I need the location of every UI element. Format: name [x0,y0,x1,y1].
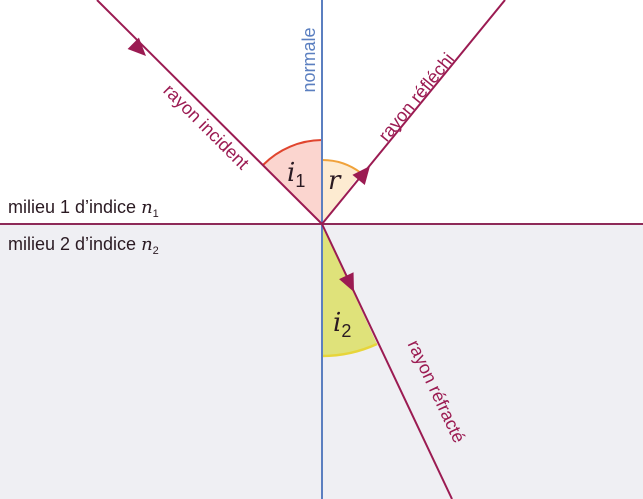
incidence-angle-sector [263,140,322,224]
reflection-angle-arc [321,158,362,174]
incidence-angle-arc [262,139,323,166]
reflected-ray-arrow [352,166,370,185]
reflection-angle-label: r [328,166,342,196]
incident-ray-arrow [127,37,146,56]
medium-1-subscript: 1 [153,208,159,220]
refracted-ray [321,223,453,499]
refraction-angle-label: i2 [333,308,351,341]
incident-ray-label: rayon incident [159,80,253,173]
normal-label: normale [299,27,319,92]
incidence-angle-label: i1 [287,158,305,191]
reflected-ray-label: rayon réfléchi [374,49,458,145]
reflection-angle-symbol: r [328,166,342,196]
medium-2-prefix: milieu 2 d’indice [8,234,141,254]
refraction-angle-arc [321,342,378,358]
incident-ray [96,0,323,225]
medium-2-subscript: 2 [153,245,159,257]
reflection-angle-sector [322,159,361,224]
refraction-angle-symbol: i [333,308,341,338]
reflected-ray [321,0,506,225]
refraction-angle-subscript: 2 [341,321,351,341]
medium-1-label: milieu 1 d’indice n1 [8,197,159,220]
medium-1-symbol: n [141,197,153,218]
medium-1-prefix: milieu 1 d’indice [8,197,141,217]
medium-2-symbol: n [141,234,153,255]
incidence-angle-subscript: 1 [295,171,305,191]
refraction-angle-sector [322,224,377,356]
refracted-ray-arrow [339,272,354,292]
incidence-angle-symbol: i [287,158,295,188]
medium-2-label: milieu 2 d’indice n2 [8,234,159,257]
